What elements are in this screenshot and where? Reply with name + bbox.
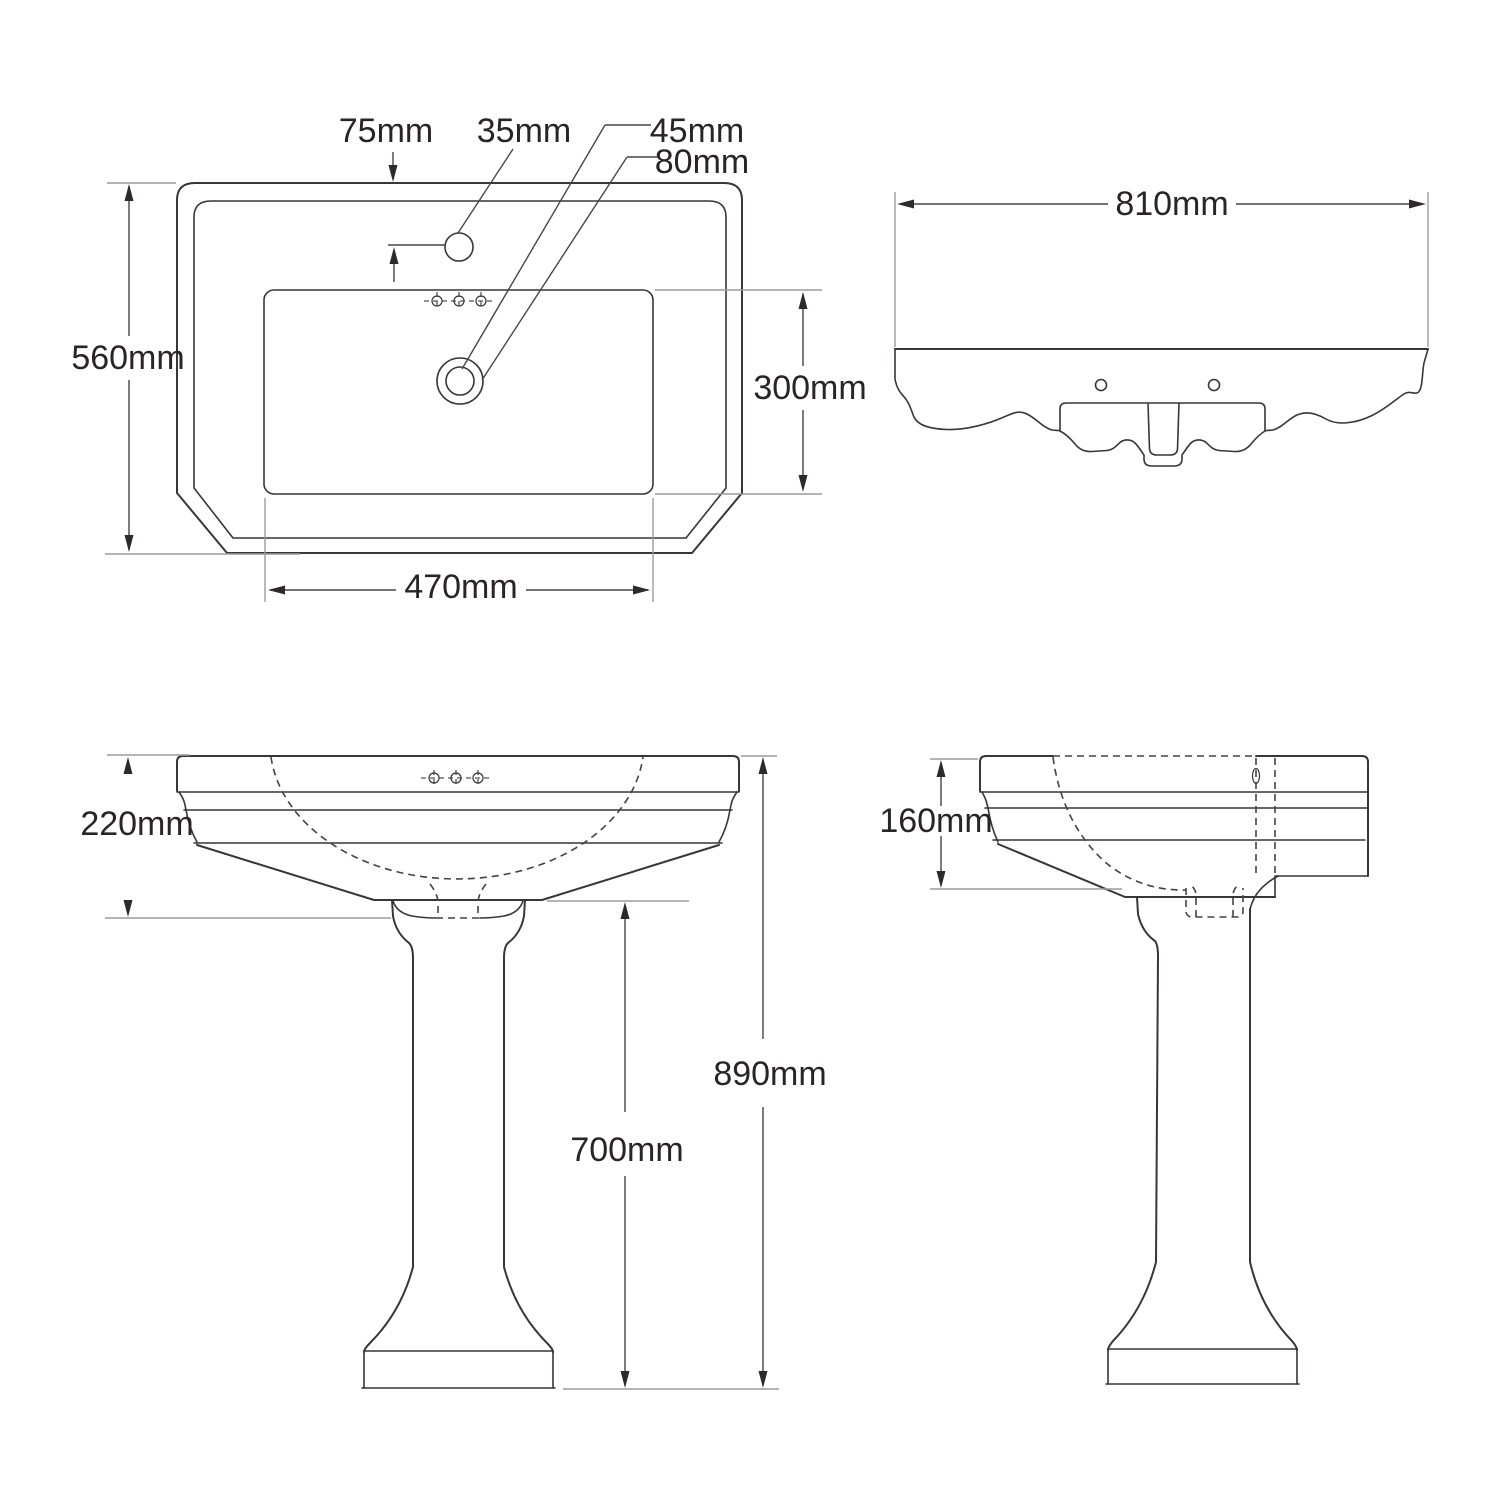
- side-view: 160mm: [879, 755, 1369, 1385]
- waste-funnel-left: [392, 900, 437, 919]
- dim-label-890: 890mm: [713, 1055, 826, 1093]
- dim-890: 890mm: [563, 755, 827, 1390]
- dim-470: 470mm: [264, 498, 654, 606]
- arrow-up-icon: [389, 247, 399, 264]
- trap-hidden-inner-left: [1188, 883, 1197, 917]
- dim-810: 810mm: [894, 185, 1429, 347]
- fixing-hole-left: [1094, 378, 1108, 392]
- mounting-bracket-outline: [1059, 402, 1266, 432]
- dim-label-810: 810mm: [1115, 185, 1228, 223]
- dim-label-160: 160mm: [879, 802, 992, 840]
- arrow-down-icon: [936, 871, 946, 888]
- waste-hole-outer: [436, 357, 484, 405]
- tap-hole: [444, 232, 474, 262]
- dim-label-470: 470mm: [404, 568, 517, 606]
- underside-fillet: [1249, 875, 1279, 910]
- dim-80: 80mm: [481, 143, 749, 381]
- dim-label-35: 35mm: [477, 112, 571, 150]
- trap-hidden-inner-right: [1232, 883, 1241, 917]
- trap-hidden-outer: [1185, 888, 1244, 918]
- dim-label-45: 45mm: [650, 112, 744, 150]
- arrow-down-icon: [758, 1371, 768, 1388]
- back-ledge: [1274, 875, 1369, 898]
- trap-hidden-right: [477, 883, 487, 916]
- arrow-right-icon: [633, 585, 650, 595]
- dim-700: 700mm: [547, 900, 689, 1388]
- dim-45: 45mm: [461, 112, 744, 370]
- arrow-up-icon: [123, 757, 133, 774]
- pedestal-right-profile: [503, 899, 554, 1353]
- rim-left-edge-upper: [981, 791, 989, 809]
- pedestal-base: [1105, 1348, 1300, 1385]
- dim-label-220: 220mm: [80, 805, 193, 843]
- dim-75: 75mm: [339, 112, 445, 282]
- rim-left-edge-lower: [185, 809, 198, 843]
- rear-view: 810mm: [894, 185, 1429, 467]
- arrow-up-icon: [124, 184, 134, 201]
- mounting-bracket-bottom: [1059, 430, 1266, 467]
- dim-220: 220mm: [80, 754, 391, 919]
- rim-right-edge-lower: [718, 809, 731, 843]
- bracket-centre-slot: [1147, 402, 1180, 456]
- bowl-underside: [196, 844, 720, 901]
- arrow-down-icon: [388, 165, 398, 182]
- pedestal-right-profile: [1249, 908, 1298, 1351]
- arrow-down-icon: [798, 475, 808, 492]
- tap-hole-centerline-marks: [424, 292, 494, 310]
- pedestal-left-profile: [363, 899, 414, 1353]
- arrow-down-icon: [124, 535, 134, 552]
- bowl-outline: [263, 289, 654, 495]
- fixing-hole-right: [1207, 378, 1221, 392]
- arrow-down-icon: [620, 1371, 630, 1388]
- rim-right-edge-upper: [729, 791, 738, 811]
- arrow-left-icon: [897, 199, 914, 209]
- dim-label-560: 560mm: [71, 339, 184, 377]
- overflow-hole: [1251, 767, 1261, 785]
- dim-label-80: 80mm: [655, 143, 749, 181]
- front-view: 220mm 890mm 700mm: [80, 754, 827, 1390]
- dim-label-75: 75mm: [339, 112, 433, 150]
- bowl-underside: [997, 843, 1276, 898]
- arrow-left-icon: [268, 585, 285, 595]
- plan-view: 560mm 300mm 470mm 75mm: [71, 112, 866, 606]
- waste-funnel-right: [479, 900, 524, 919]
- basin-outer-outline: [176, 182, 743, 554]
- arrow-up-icon: [620, 902, 630, 919]
- rim-left-edge-upper: [178, 791, 187, 811]
- rim-top-right-and-back-edge: [1255, 755, 1369, 877]
- rim-top-left: [979, 755, 1054, 792]
- trap-hidden-left: [429, 883, 439, 916]
- dim-160: 160mm: [879, 758, 1122, 890]
- bowl-hidden-contour: [270, 756, 644, 880]
- dim-label-300: 300mm: [753, 369, 866, 407]
- pedestal-left-profile: [1107, 896, 1159, 1351]
- arrow-up-icon: [758, 757, 768, 774]
- arrow-down-icon: [123, 900, 133, 917]
- bowl-hidden-contour: [1052, 756, 1187, 891]
- basin-inner-rim-outline: [193, 200, 727, 539]
- arrow-up-icon: [798, 292, 808, 309]
- dim-35: 35mm: [457, 112, 571, 234]
- arrow-right-icon: [1409, 199, 1426, 209]
- tap-hole-centerline-marks: [421, 770, 491, 786]
- dim-label-700: 700mm: [570, 1131, 683, 1169]
- rear-left-profile: [894, 348, 1061, 432]
- rim-top-band: [176, 755, 740, 792]
- dim-300: 300mm: [655, 289, 867, 495]
- waste-hole-inner: [445, 366, 475, 396]
- arrow-up-icon: [936, 760, 946, 777]
- pedestal-base: [361, 1350, 556, 1389]
- dim-560: 560mm: [71, 182, 300, 555]
- rear-right-profile: [1264, 348, 1429, 432]
